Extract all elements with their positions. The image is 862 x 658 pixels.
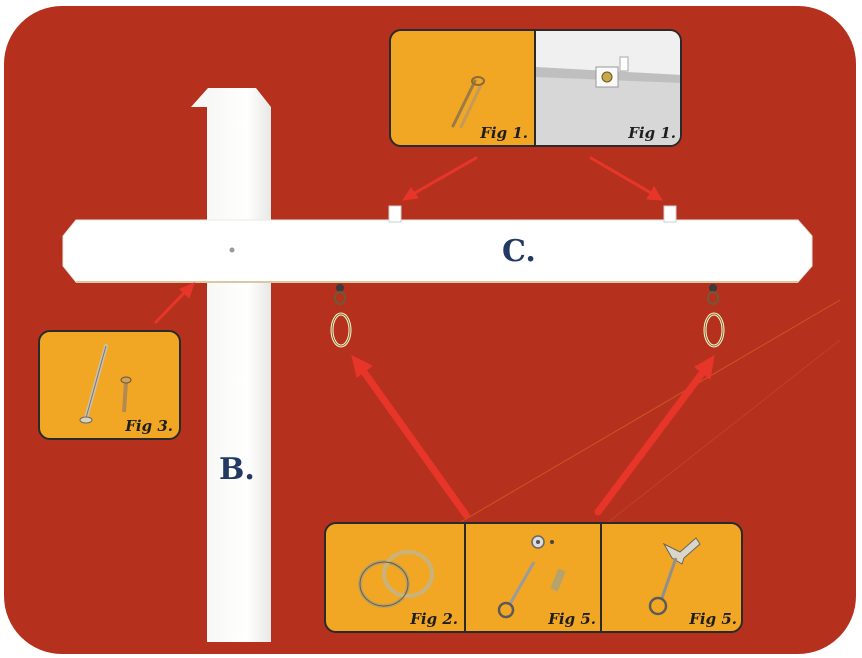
post xyxy=(191,88,271,642)
arrow-fig1-left xyxy=(411,156,478,196)
toggle-bolt-icon xyxy=(648,537,701,616)
arrow-fig2-ring xyxy=(360,368,470,519)
figure-5-toggle-bolt: Fig 5. xyxy=(600,524,741,631)
figure-5-eye-hook: Fig 5. xyxy=(464,524,602,631)
figure-3-hardware: Fig 3. xyxy=(40,332,179,438)
figure-caption: Fig 2. xyxy=(410,610,458,628)
arrow-fig3 xyxy=(154,290,187,324)
bracket-right xyxy=(663,205,677,223)
figure-1-bracket: Fig 1. xyxy=(534,31,680,145)
arm-label: C. xyxy=(502,234,536,269)
arm xyxy=(62,219,813,283)
figure-2-split-rings: Fig 2. xyxy=(326,524,464,631)
bracket-left xyxy=(388,205,402,223)
figure-caption: Fig 5. xyxy=(689,610,737,628)
post-label: B. xyxy=(219,452,255,487)
arrow-fig1-right xyxy=(589,156,653,195)
cotter-pin-icon xyxy=(451,76,485,129)
figure-box-left: Fig 3. xyxy=(38,330,181,440)
hook-ring-left xyxy=(330,284,352,348)
arm-bolt-hole xyxy=(229,247,235,253)
figure-caption: Fig 5. xyxy=(548,610,596,628)
bolt-screw-icon xyxy=(79,344,132,424)
hook-ring-right xyxy=(703,284,725,348)
bracket-icon xyxy=(536,56,680,145)
arrow-fig5-ring xyxy=(594,368,707,516)
figure-caption: Fig 1. xyxy=(480,124,528,142)
figure-box-bottom: Fig 2. Fig 5. Fig 5. xyxy=(324,522,743,633)
arrows xyxy=(154,156,715,519)
figure-box-top: Fig 1. Fig 1. xyxy=(389,29,682,147)
figure-caption: Fig 3. xyxy=(125,417,173,435)
figure-1-cotter-pin: Fig 1. xyxy=(391,31,534,145)
figure-caption: Fig 1. xyxy=(628,124,676,142)
eye-hook-icon xyxy=(497,535,566,619)
split-rings-icon xyxy=(358,550,434,608)
